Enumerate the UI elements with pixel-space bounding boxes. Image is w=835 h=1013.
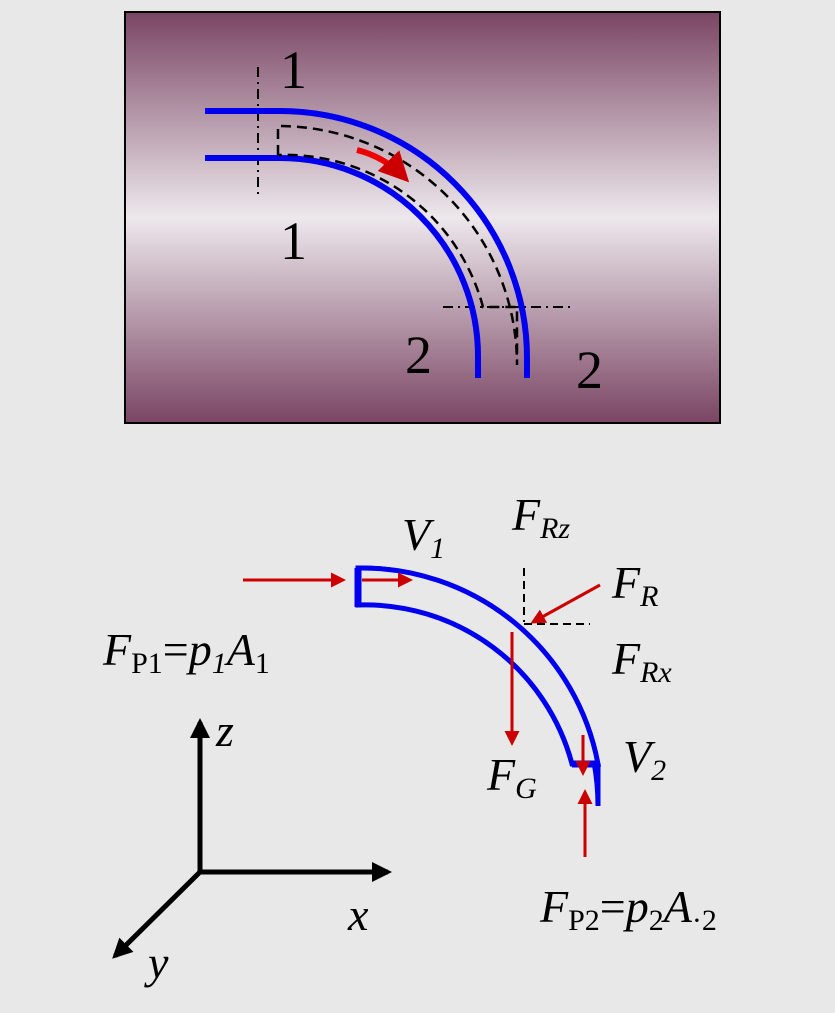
v1-label: V1 bbox=[402, 509, 445, 565]
frx-label: FRx bbox=[611, 633, 672, 689]
control-volume-panel: 1 1 2 2 bbox=[124, 11, 721, 424]
fp2-equation: FP2=p2A·2 bbox=[539, 881, 717, 937]
z-axis-label: z bbox=[215, 705, 234, 756]
fr-label: FR bbox=[611, 557, 658, 613]
fr-force-arrow bbox=[530, 583, 601, 624]
fg-label: FG bbox=[486, 749, 537, 805]
fbd-pipe-body bbox=[355, 565, 602, 767]
pipe-outer-wall bbox=[205, 108, 530, 378]
v2-label: V2 bbox=[623, 731, 666, 787]
control-volume-outline bbox=[276, 124, 519, 366]
fp1-equation: FP1=p1A1 bbox=[102, 624, 270, 680]
y-axis bbox=[112, 870, 202, 959]
y-axis-label: y bbox=[144, 937, 169, 988]
frz-label: FRz bbox=[511, 489, 570, 545]
flow-direction-arrow bbox=[356, 147, 410, 183]
section-2-left-label: 2 bbox=[405, 325, 432, 385]
section-2-right-label: 2 bbox=[576, 340, 603, 400]
x-axis-label: x bbox=[347, 889, 369, 940]
coordinate-axes: z x y bbox=[112, 705, 392, 988]
section-1-bottom-label: 1 bbox=[280, 211, 307, 271]
section-1-top-label: 1 bbox=[280, 40, 307, 100]
pipe-inner-wall bbox=[205, 155, 481, 378]
free-body-diagram: V1 FRz FR FRx FG V2 FP1=p1A1 FP2=p2A·2 bbox=[102, 489, 717, 937]
